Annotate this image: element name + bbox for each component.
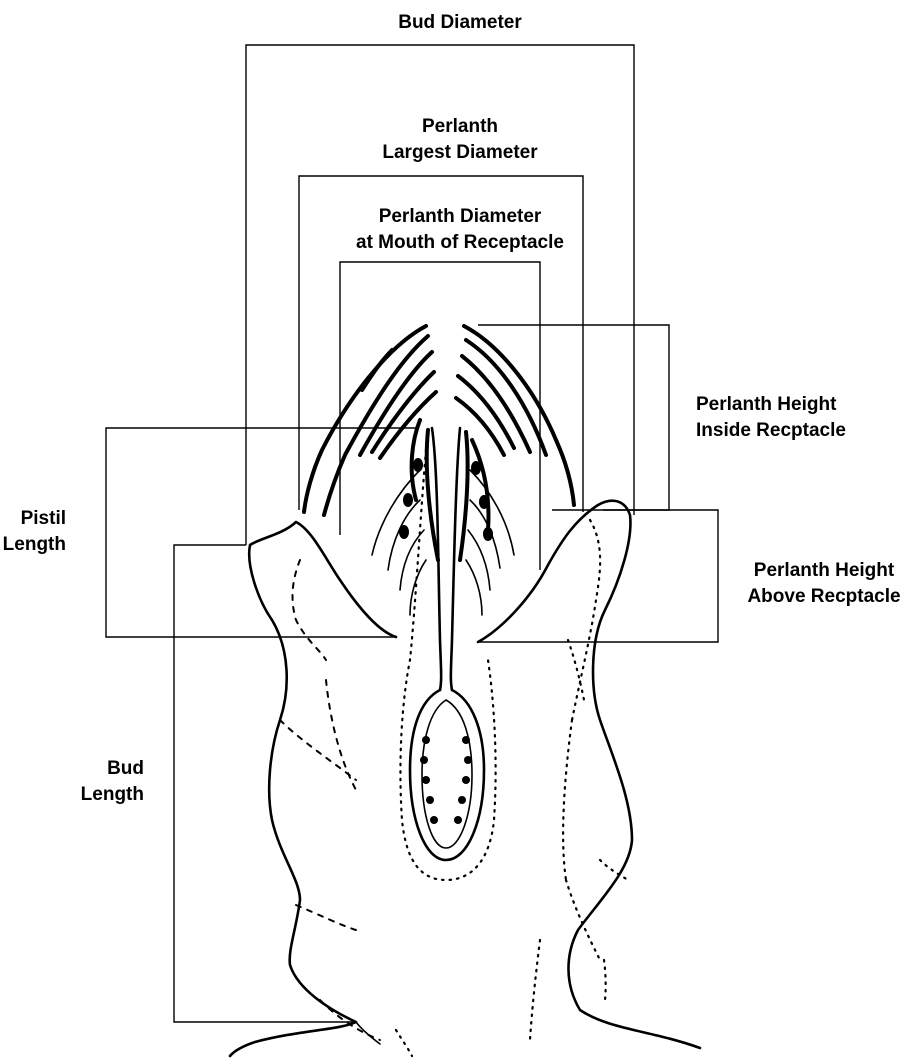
- perianth-height-above-line2: Above Recptacle: [728, 584, 920, 610]
- pistil-length-line1: Pistil: [0, 506, 66, 532]
- perianth-largest-diameter-line1: Perlanth: [340, 114, 580, 140]
- pistil-length-label: Pistil Length: [0, 506, 66, 558]
- bud-length-line1: Bud: [60, 756, 144, 782]
- perianth-height-above-label: Perlanth Height Above Recptacle: [728, 558, 920, 610]
- pistil-length-bracket: [106, 428, 418, 637]
- receptacle-right-wall: [478, 501, 700, 1048]
- perianth-mouth-diameter-label: Perlanth Diameter at Mouth of Receptacle: [320, 204, 600, 256]
- perianth-right: [456, 326, 574, 560]
- bud-length-label: Bud Length: [60, 756, 144, 808]
- receptacle-base-left: [356, 1022, 380, 1044]
- bud-length-line2: Length: [60, 782, 144, 808]
- stamens: [372, 458, 514, 615]
- perianth-largest-diameter-label: Perlanth Largest Diameter: [340, 114, 580, 166]
- perianth-mouth-diameter-line1: Perlanth Diameter: [320, 204, 600, 230]
- receptacle-left-wall: [230, 522, 396, 1056]
- ovary: [410, 690, 484, 860]
- perianth-mouth-diameter-line2: at Mouth of Receptacle: [320, 230, 600, 256]
- perianth-height-inside-line2: Inside Recptacle: [696, 418, 906, 444]
- perianth-height-inside-bracket: [478, 325, 669, 510]
- perianth-height-inside-line1: Perlanth Height: [696, 392, 906, 418]
- bud-diameter-label: Bud Diameter: [340, 10, 580, 36]
- pistil: [410, 428, 484, 860]
- perianth-height-above-line1: Perlanth Height: [728, 558, 920, 584]
- perianth-height-inside-label: Perlanth Height Inside Recptacle: [696, 392, 906, 444]
- perianth-largest-diameter-line2: Largest Diameter: [340, 140, 580, 166]
- perianth-height-above-bracket: [478, 510, 718, 642]
- perianth-left: [304, 326, 438, 560]
- measurement-brackets: [106, 45, 718, 1022]
- pistil-length-line2: Length: [0, 532, 66, 558]
- bud-length-bracket: [174, 545, 356, 1022]
- bud-diameter-text: Bud Diameter: [340, 10, 580, 36]
